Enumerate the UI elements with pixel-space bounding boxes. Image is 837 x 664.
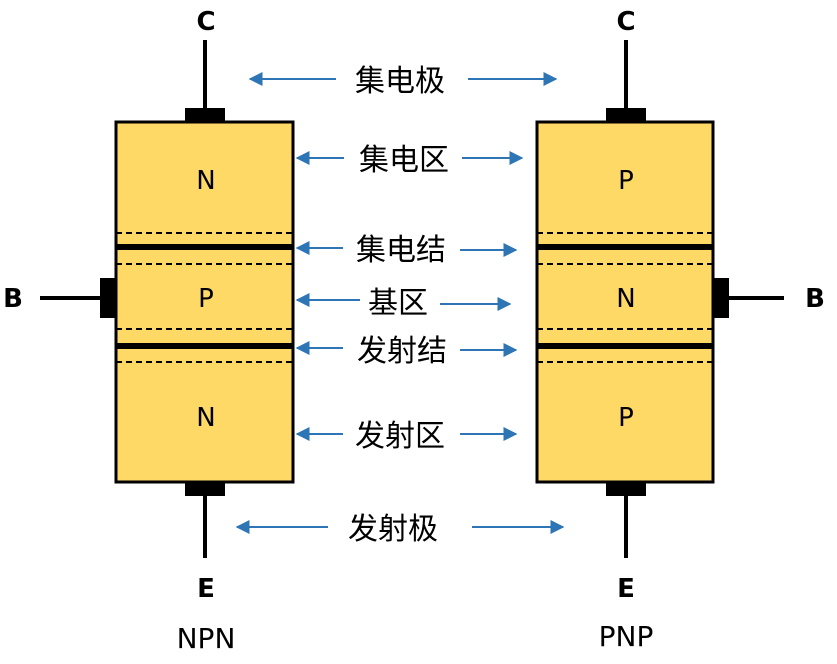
collector-junction-label: 集电结 (356, 233, 446, 268)
collector-electrode-label: 集电极 (355, 64, 445, 99)
base-region-label: 基区 (368, 286, 428, 321)
npn-base-contact (100, 278, 116, 318)
pnp-emitter-label: E (617, 574, 635, 604)
npn-collector-label: C (196, 7, 215, 37)
npn-collector-region-label: N (196, 166, 215, 196)
pnp-base-label: B (805, 284, 825, 314)
pnp-collector-contact (606, 108, 646, 122)
emitter-electrode-label: 发射极 (348, 512, 438, 547)
pnp-transistor: C P N P B E PNP (535, 7, 825, 653)
emitter-region-label: 发射区 (355, 419, 445, 454)
npn-base-label: B (3, 284, 23, 314)
npn-transistor: C N P N B E NPN (3, 7, 295, 655)
npn-collector-contact (185, 108, 225, 122)
annotations: 集电极 集电区 集电结 基区 发射结 发射区 发射极 (235, 64, 565, 547)
npn-base-region-label: P (198, 284, 214, 314)
pnp-type-label: PNP (599, 620, 654, 653)
pnp-emitter-contact (606, 482, 646, 496)
pnp-base-region-label: N (616, 284, 635, 314)
npn-emitter-contact (185, 482, 225, 496)
pnp-collector-region-label: P (618, 166, 634, 196)
emitter-junction-label: 发射结 (357, 334, 447, 369)
npn-emitter-region-label: N (196, 403, 215, 433)
pnp-base-contact (713, 278, 729, 318)
pnp-emitter-region-label: P (618, 403, 634, 433)
collector-region-label: 集电区 (359, 143, 449, 178)
npn-type-label: NPN (177, 622, 236, 655)
pnp-collector-label: C (616, 7, 635, 37)
npn-emitter-label: E (197, 574, 215, 604)
